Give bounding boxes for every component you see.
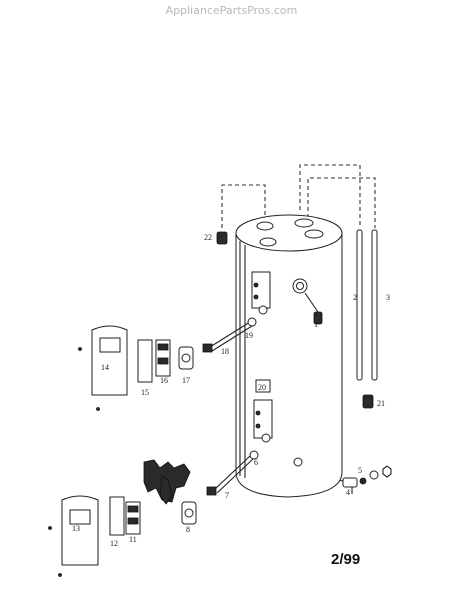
callout-3: 3 <box>386 293 390 302</box>
dashed-link-right-1 <box>299 164 361 228</box>
callout-8: 8 <box>186 525 190 534</box>
part-fitting <box>362 394 374 409</box>
dashed-link-left <box>221 184 266 228</box>
callout-labels: 1 2 3 4 5 6 7 8 11 12 13 14 15 16 17 18 … <box>72 233 390 548</box>
part-relief-valve <box>304 292 323 325</box>
part-rod-2 <box>356 229 363 381</box>
callout-11: 11 <box>129 535 137 544</box>
callout-15: 15 <box>141 388 149 397</box>
watermark-text: AppliancePartsPros.com <box>165 4 298 17</box>
callout-2: 2 <box>353 293 357 302</box>
part-terminal-block-lower <box>109 496 125 536</box>
part-upper-element <box>202 317 257 353</box>
callout-22: 22 <box>204 233 212 242</box>
part-lower-access-cover <box>48 495 99 577</box>
water-heater-tank <box>235 214 343 498</box>
part-nipple <box>216 231 228 245</box>
callout-4: 4 <box>346 488 350 497</box>
part-upper-thermostat <box>155 339 171 377</box>
callout-21: 21 <box>377 399 385 408</box>
callout-12: 12 <box>110 539 118 548</box>
callout-6: 6 <box>254 458 258 467</box>
part-lower-element <box>206 450 259 496</box>
date-code: 2/99 <box>331 551 361 568</box>
part-upper-access-cover <box>78 325 128 411</box>
callout-20: 20 <box>258 383 266 392</box>
callout-1: 1 <box>314 320 318 329</box>
callout-17: 17 <box>182 376 190 385</box>
callout-5: 5 <box>358 466 362 475</box>
part-drain-valve <box>342 465 392 494</box>
part-lower-thermostat <box>125 501 141 535</box>
part-terminal-block-upper <box>137 339 153 383</box>
callout-18: 18 <box>221 347 229 356</box>
part-upper-bracket <box>178 346 194 370</box>
callout-13: 13 <box>72 524 80 533</box>
callout-16: 16 <box>160 376 168 385</box>
part-rod-3 <box>371 229 378 381</box>
part-wire-harness <box>143 459 191 505</box>
callout-14: 14 <box>101 363 109 372</box>
callout-7: 7 <box>225 491 229 500</box>
callout-19: 19 <box>245 331 253 340</box>
part-lower-bracket <box>181 501 197 525</box>
dashed-link-right-2 <box>307 177 376 228</box>
